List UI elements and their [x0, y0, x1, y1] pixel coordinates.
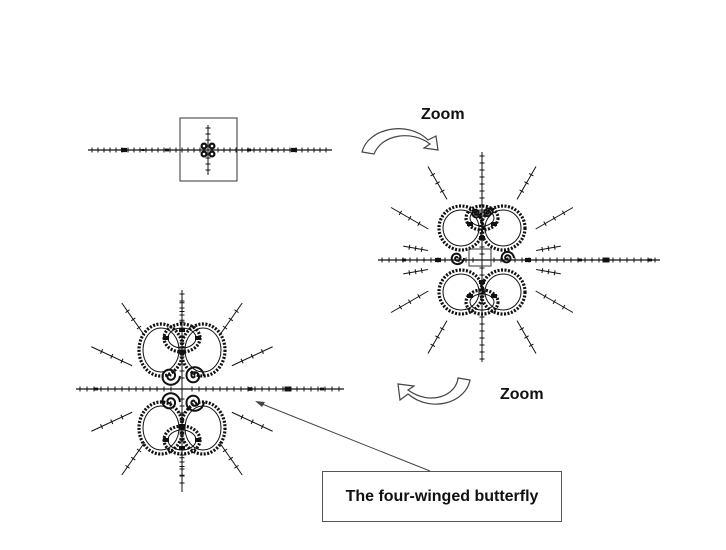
zoom-region-frame — [179, 117, 238, 182]
caption-box: The four-winged butterfly — [322, 471, 562, 522]
caption-text: The four-winged butterfly — [345, 487, 539, 505]
zoom-label-top: Zoom — [421, 106, 465, 123]
fractal-overview — [88, 117, 332, 182]
caption-pointer-arrowhead — [255, 401, 265, 407]
zoom-label-bottom: Zoom — [500, 386, 544, 403]
zoom-region-frame-inner — [468, 248, 492, 267]
fractal-four-winged-butterfly — [76, 290, 344, 492]
fractal-zoom-level-1 — [378, 152, 660, 362]
caption-pointer-line — [261, 403, 431, 472]
curved-arrow-left — [397, 377, 471, 405]
curved-arrow-right — [361, 128, 439, 155]
